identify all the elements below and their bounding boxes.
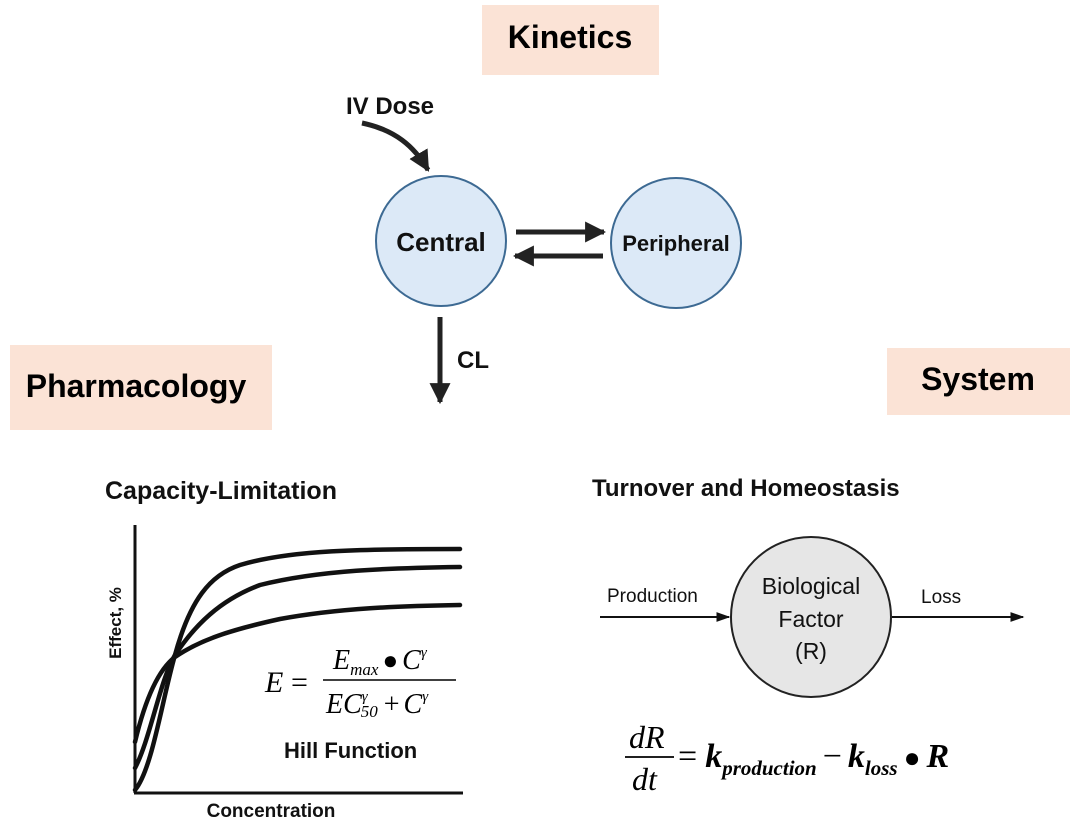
peripheral-compartment (610, 177, 742, 309)
biological-factor-node (730, 536, 892, 698)
pharmacology-tag-label: Pharmacology (26, 368, 247, 404)
y-axis-label: Effect, % (106, 587, 125, 659)
iv-dose-arrow (361, 120, 431, 172)
kinetics-tag-bg (482, 5, 659, 75)
x-axis-label: Concentration (207, 801, 336, 822)
pharmacology-panel: Capacity-Limitation Effect, % Concentrat… (105, 477, 463, 822)
system-tag: System (887, 348, 1070, 415)
turnover-eq-rhs: =kproduction−kloss●R (678, 738, 949, 780)
clearance-label: CL (457, 347, 489, 374)
system-tag-label: System (921, 361, 1035, 397)
factor-label-line3: (R) (795, 638, 827, 664)
hill-eq-equals: = (291, 666, 308, 699)
system-panel: Turnover and Homeostasis Production Biol… (592, 475, 1025, 797)
hill-eq-lhs: E (264, 666, 283, 699)
peripheral-label: Peripheral (622, 231, 730, 256)
production-label: Production (607, 586, 698, 607)
turnover-equation: dR dt =kproduction−kloss●R (625, 719, 949, 797)
hill-curve-high (132, 546, 463, 793)
pharmacology-tag-bg (10, 345, 272, 430)
loss-label: Loss (921, 587, 961, 608)
central-compartment (375, 175, 507, 307)
central-label: Central (396, 227, 486, 257)
factor-label-line2: Factor (778, 606, 844, 632)
hill-function-label: Hill Function (284, 738, 417, 763)
hill-eq-numerator: Emax●Cγ (332, 645, 428, 679)
iv-dose-label: IV Dose (346, 93, 434, 120)
hill-curve-mid (132, 564, 463, 771)
pharmacology-title: Capacity-Limitation (105, 477, 337, 505)
system-title: Turnover and Homeostasis (592, 475, 900, 502)
factor-label-line1: Biological (762, 573, 860, 599)
pharmacology-tag: Pharmacology (10, 345, 272, 430)
kinetics-model: IV Dose Central Peripheral CL (346, 93, 742, 405)
hill-curve-low (132, 602, 463, 745)
turnover-eq-denominator: dt (632, 761, 658, 797)
kinetics-tag: Kinetics (482, 5, 659, 75)
turnover-eq-numerator: dR (629, 719, 665, 755)
kinetics-tag-label: Kinetics (508, 19, 632, 55)
system-tag-bg (887, 348, 1070, 415)
